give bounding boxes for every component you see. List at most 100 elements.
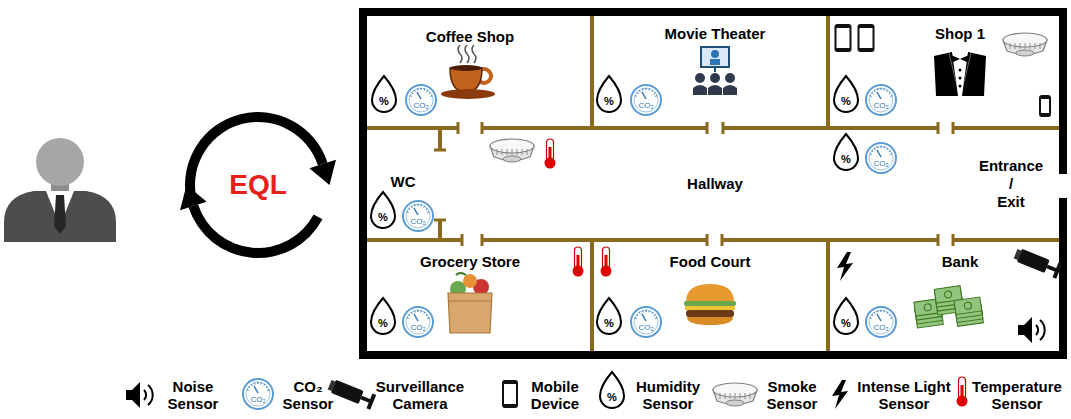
surveillance-camera-icon — [1013, 246, 1063, 278]
surveillance-camera-icon — [327, 377, 377, 409]
smoke-sensor-icon — [1003, 33, 1047, 56]
room-name: Hallway — [687, 175, 743, 192]
gauge-tick — [418, 204, 419, 206]
co2-mark: CO₂ — [410, 324, 425, 332]
humidity-sensor-icon — [372, 76, 396, 112]
button — [959, 77, 962, 80]
steam — [458, 45, 462, 63]
gauge-tick — [642, 89, 644, 91]
humidity-sensor-icon — [834, 76, 858, 112]
detector-slit — [1025, 43, 1026, 49]
lapel — [949, 53, 971, 82]
detector-slit — [740, 393, 741, 399]
gauge-tick — [414, 311, 416, 313]
leaf — [456, 273, 466, 275]
co2-mark: CO₂ — [638, 102, 653, 110]
gauge-tick — [420, 205, 422, 207]
humidity-sensor-icon — [597, 298, 621, 334]
gauge-tick — [637, 93, 639, 94]
bag-fold — [448, 301, 492, 302]
detector-slit — [507, 149, 508, 155]
paper-bag — [448, 293, 492, 333]
humidity-mark: % — [378, 318, 388, 329]
detector-slit — [1040, 43, 1041, 49]
door-jamb — [937, 234, 940, 246]
detector-slit — [1010, 43, 1011, 49]
legend-text: Intense Light Sensor — [850, 378, 958, 412]
gauge-tick — [266, 387, 268, 388]
room-name: Bank — [942, 253, 979, 270]
intense-light-sensor-icon — [837, 252, 853, 281]
gauge-inner — [246, 382, 270, 406]
entrance-label: Entrance / Exit — [966, 157, 1056, 211]
outer-wall — [1059, 202, 1067, 355]
inner-wall — [826, 240, 830, 351]
noise-sensor-icon — [1018, 317, 1045, 343]
room-area: WC — [367, 128, 440, 240]
humidity-sensor-icon — [600, 372, 624, 408]
sound-wave — [1036, 325, 1038, 335]
patty — [686, 310, 734, 317]
co2-mark: CO₂ — [410, 218, 425, 226]
gauge-tick — [414, 90, 415, 92]
gauge-inner — [634, 310, 658, 334]
detector-slit — [735, 393, 736, 399]
viewer-head — [725, 73, 735, 83]
gauge-tick — [872, 315, 874, 316]
gauge-tick — [639, 312, 640, 314]
gauge-tick — [881, 310, 882, 312]
temperature-sensor-icon — [957, 377, 968, 407]
gauge-tick — [424, 206, 425, 208]
gauge-ring — [403, 201, 433, 231]
room-area: Bank — [828, 240, 1059, 351]
drop-outline — [834, 76, 858, 112]
gauge-tick — [646, 88, 647, 90]
viewer-body — [708, 85, 722, 95]
cycle-arc — [189, 204, 323, 258]
gauge-tick — [264, 384, 265, 386]
room-name: Movie Theater — [665, 25, 766, 42]
bill-seal — [944, 290, 952, 298]
temperature-sensor-icon — [601, 247, 612, 277]
intense-light-sensor-icon — [832, 380, 848, 409]
phone-body — [835, 24, 852, 52]
gauge-tick — [426, 209, 428, 210]
gauge-inner — [406, 204, 430, 228]
gauge-ring — [406, 85, 436, 115]
gauge-tick — [410, 95, 412, 97]
co2-sensor-icon — [403, 307, 433, 337]
screen — [701, 47, 729, 67]
gauge-tick — [407, 211, 409, 213]
gauge-tick — [648, 89, 650, 91]
gauge-tick — [655, 317, 657, 319]
gauge-tick — [411, 206, 412, 208]
mobile-device-icon — [502, 380, 518, 408]
thermo-bulb — [573, 266, 584, 277]
gauge-needle — [877, 92, 881, 99]
drop-outline — [371, 298, 395, 334]
door-jamb — [434, 149, 446, 152]
gauge-tick — [407, 317, 409, 319]
humidity-sensor-icon — [371, 192, 395, 228]
co2-mark: CO₂ — [413, 102, 428, 110]
gauge-tick — [421, 88, 422, 90]
gauge-tick — [260, 383, 262, 385]
gauge-tick — [654, 93, 656, 94]
gauge-tick — [648, 311, 650, 313]
gauge-tick — [887, 148, 888, 150]
gauge-tick — [426, 315, 428, 316]
detector-slit — [1015, 43, 1016, 49]
co2-mark: CO₂ — [873, 102, 888, 110]
gauge-tick — [654, 315, 656, 316]
room-name: Grocery Store — [420, 253, 520, 270]
mobile-device-icon — [1039, 95, 1051, 117]
phone-body — [502, 380, 518, 408]
phone-body — [1039, 95, 1051, 117]
gauge-inner — [634, 88, 658, 112]
camera-lens — [328, 380, 336, 391]
user-figure — [4, 138, 116, 242]
lettuce — [684, 301, 736, 306]
detector-slit — [502, 149, 503, 155]
gauge-tick — [872, 151, 874, 152]
temperature-sensor-icon — [573, 247, 584, 277]
